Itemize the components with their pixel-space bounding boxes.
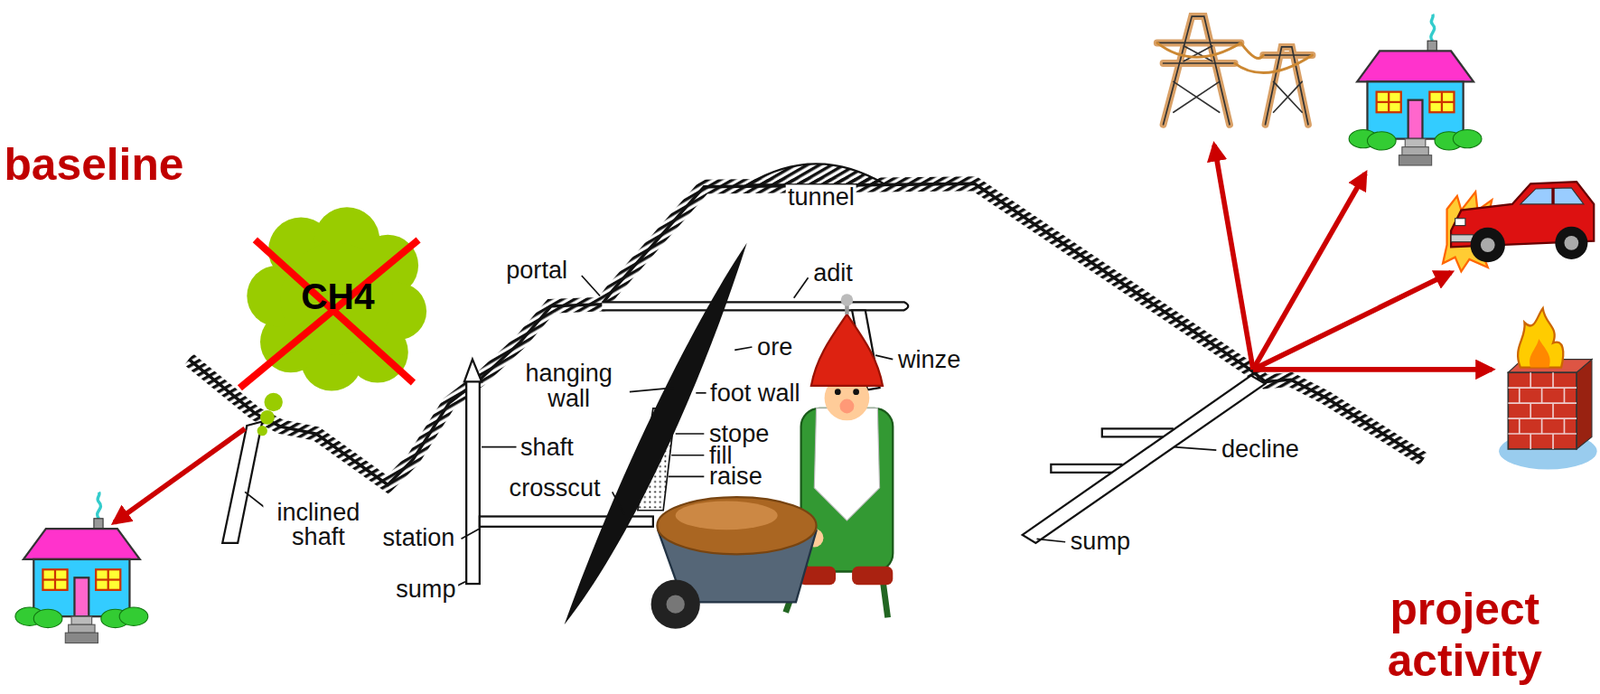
decline-drift (1050, 464, 1123, 473)
part-label: ore (755, 334, 796, 359)
gnome-figure (651, 293, 894, 628)
label-holder: decline (1219, 436, 1301, 461)
part-label: raise (707, 464, 765, 489)
label-holder: raise (707, 464, 765, 489)
label-holder: hanging wall (510, 361, 628, 411)
pylon-icon (1157, 16, 1313, 125)
part-label: shaft (518, 434, 576, 459)
label-holder: sump (1068, 528, 1133, 553)
car-icon (1442, 181, 1594, 272)
label-holder: inclined shaft (262, 499, 374, 549)
part-label: crosscut (506, 475, 602, 500)
leader-lines (244, 275, 1217, 590)
gas-cloud: CH4 (254, 209, 421, 385)
house-icon (15, 491, 149, 643)
gas-bubbles (257, 392, 283, 436)
label-holder: baseline (4, 139, 185, 190)
part-label: tunnel (785, 184, 857, 209)
project-heading: project activity (1365, 583, 1564, 686)
part-label: portal (504, 258, 570, 283)
shaft (466, 379, 480, 584)
label-holder: winze (896, 346, 964, 372)
label-holder: adit (811, 260, 855, 285)
part-label: adit (811, 260, 855, 285)
baseline-heading: baseline (4, 139, 185, 190)
part-label: hanging wall (510, 361, 628, 411)
part-label: decline (1219, 436, 1301, 461)
label-holder: portal (504, 258, 570, 283)
adit (601, 301, 908, 310)
part-label: foot wall (708, 380, 803, 405)
fire-icon (1498, 308, 1597, 469)
label-holder: project activity (1365, 583, 1564, 686)
label-holder: crosscut (506, 475, 602, 500)
label-holder: tunnel (785, 184, 857, 209)
part-label: inclined shaft (262, 499, 374, 549)
part-label: sump (393, 576, 459, 601)
tunnel-mound (747, 163, 887, 185)
house-icon (1348, 14, 1482, 166)
part-label: winze (896, 346, 964, 372)
label-holder: ore (755, 334, 796, 359)
label-holder: sump (393, 576, 459, 601)
label-holder: shaft (518, 434, 576, 459)
label-holder: station (380, 525, 457, 551)
part-label: station (380, 525, 457, 551)
decline-drift (1102, 428, 1174, 437)
label-holder: foot wall (708, 380, 803, 405)
gas-formula: CH4 (300, 275, 375, 319)
part-label: sump (1068, 528, 1133, 553)
headframe (464, 359, 482, 383)
